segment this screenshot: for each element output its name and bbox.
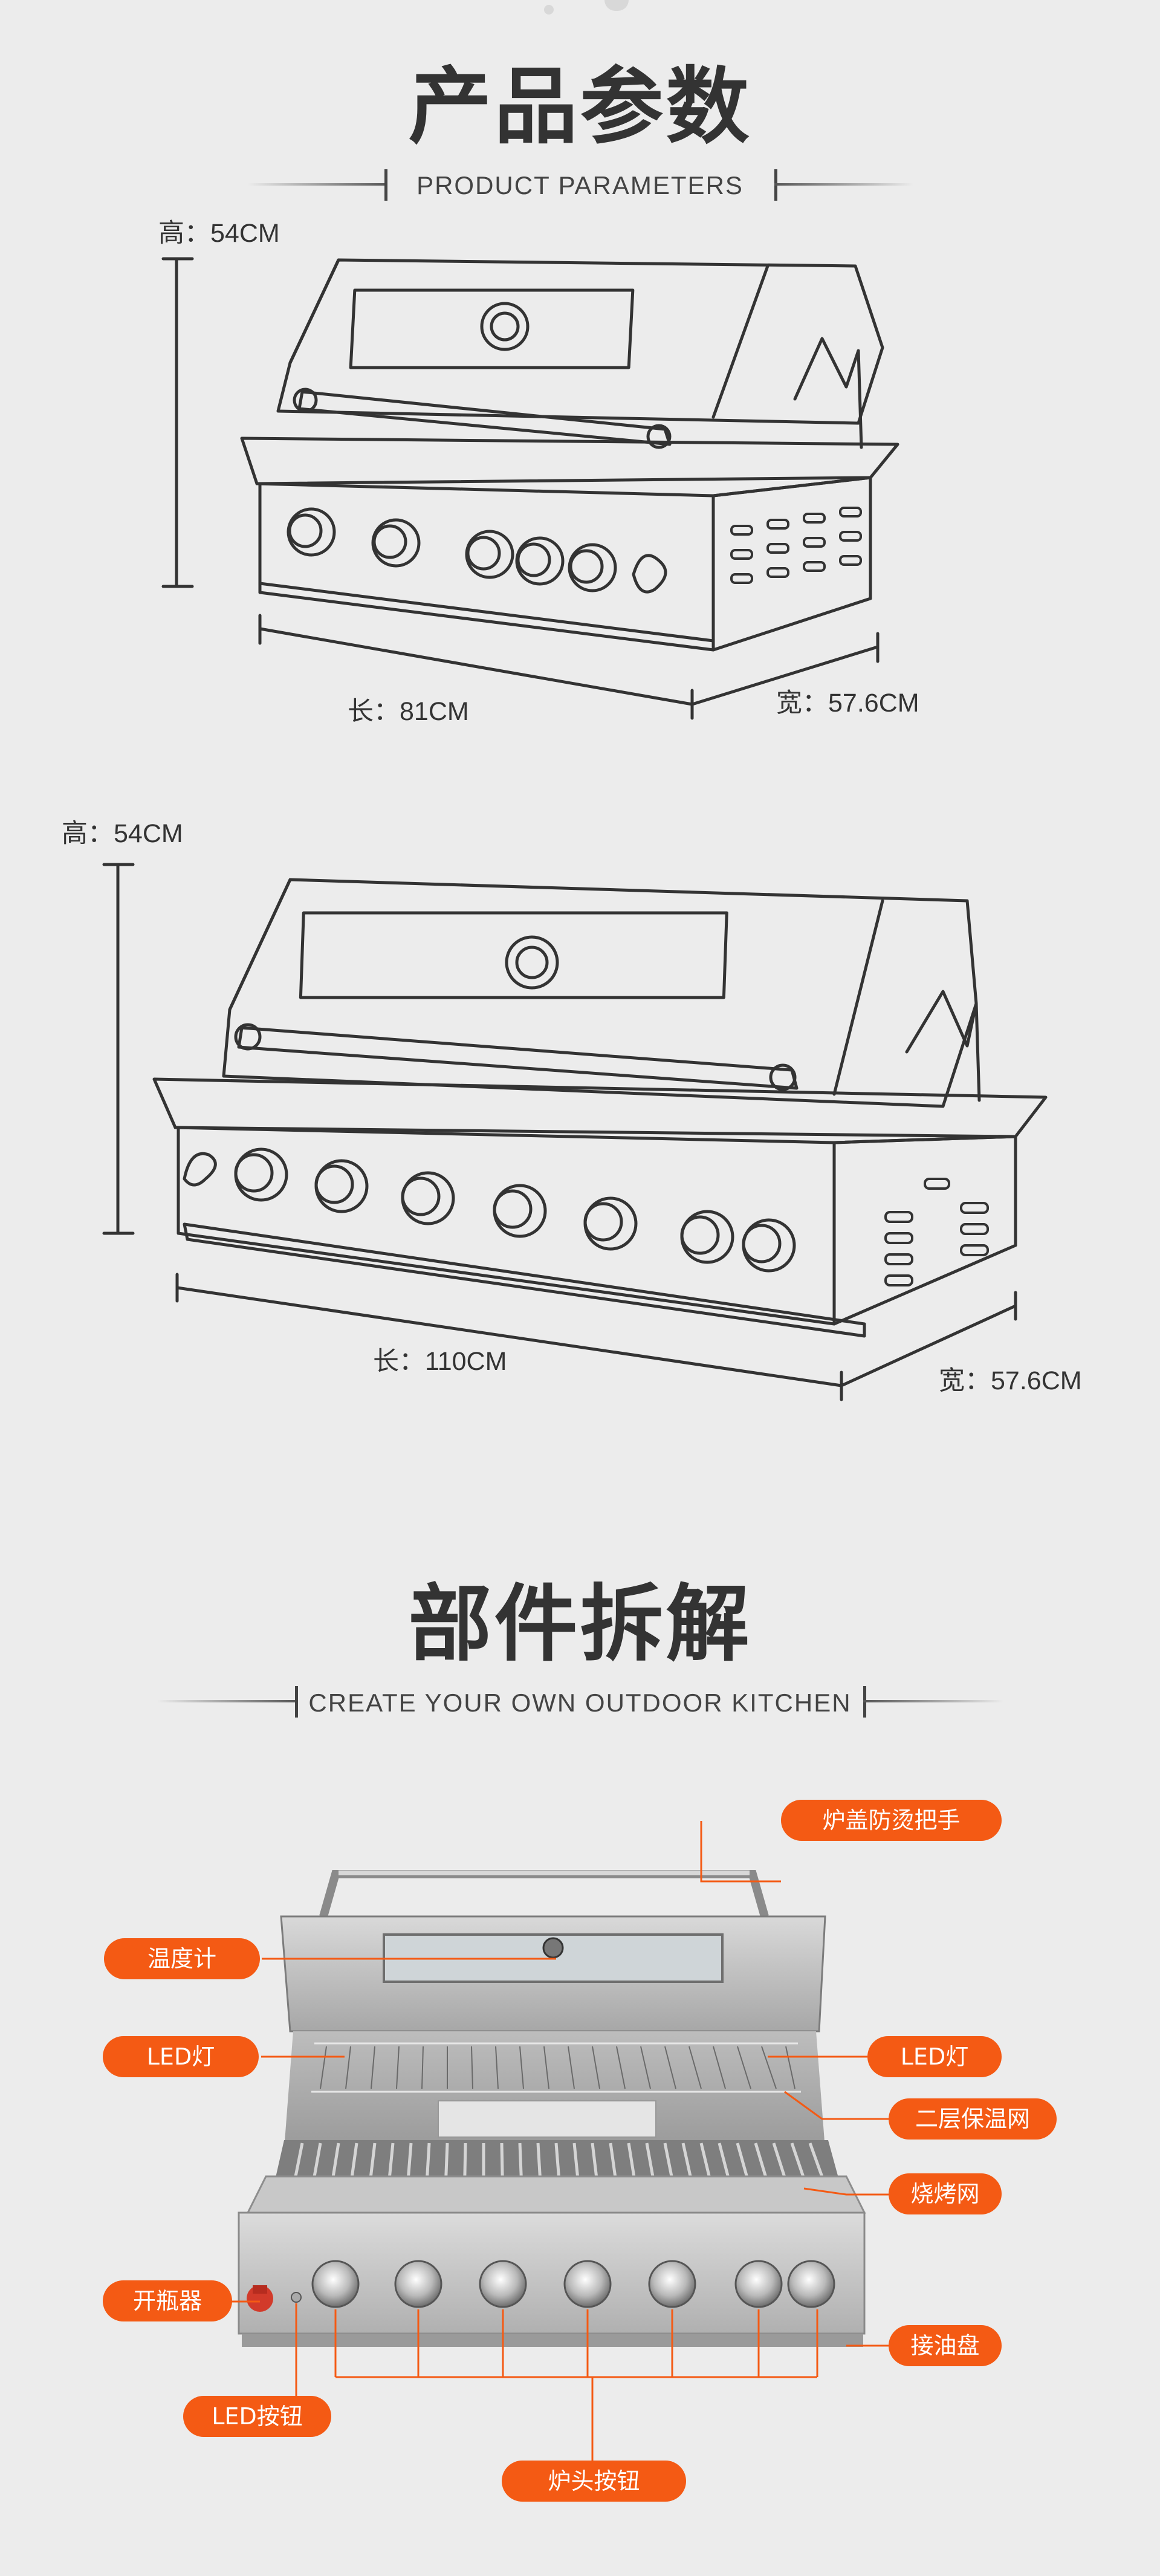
section-title-components: 部件拆解 bbox=[408, 1575, 752, 1673]
small-grill-width-label: 宽：57.6CM bbox=[776, 689, 919, 718]
large-grill-length-label: 长：110CM bbox=[373, 1347, 507, 1376]
divider-right bbox=[774, 183, 913, 186]
label-grill-grate: 烧烤网 bbox=[889, 2173, 1002, 2214]
large-grill-width-label: 宽：57.6CM bbox=[939, 1366, 1082, 1395]
section-subtitle-parameters: PRODUCT PARAMETERS bbox=[416, 171, 744, 200]
divider2-left bbox=[157, 1700, 297, 1702]
label-led-button: LED按钮 bbox=[183, 2396, 331, 2437]
label-thermometer: 温度计 bbox=[104, 1938, 260, 1979]
divider2-right bbox=[863, 1700, 1003, 1702]
small-grill-length-label: 长：81CM bbox=[348, 697, 469, 726]
divider-left bbox=[248, 183, 387, 186]
section-subtitle-components: CREATE YOUR OWN OUTDOOR KITCHEN bbox=[308, 1689, 852, 1717]
top-decoration bbox=[538, 0, 659, 24]
label-warming-rack: 二层保温网 bbox=[889, 2098, 1057, 2140]
divider2-tick-left bbox=[295, 1686, 298, 1718]
label-led-light-left: LED灯 bbox=[103, 2036, 259, 2077]
large-grill-height-label: 高：54CM bbox=[62, 819, 183, 848]
label-lid-handle: 炉盖防烫把手 bbox=[781, 1800, 1002, 1841]
label-drip-tray: 接油盘 bbox=[889, 2325, 1002, 2366]
label-bottle-opener: 开瓶器 bbox=[103, 2280, 232, 2321]
label-burner-knobs: 炉头按钮 bbox=[502, 2461, 686, 2502]
section-title-parameters: 产品参数 bbox=[408, 58, 752, 155]
divider-tick-left bbox=[384, 169, 387, 201]
small-grill-height-label: 高：54CM bbox=[158, 219, 280, 248]
label-led-light-right: LED灯 bbox=[867, 2036, 1002, 2077]
